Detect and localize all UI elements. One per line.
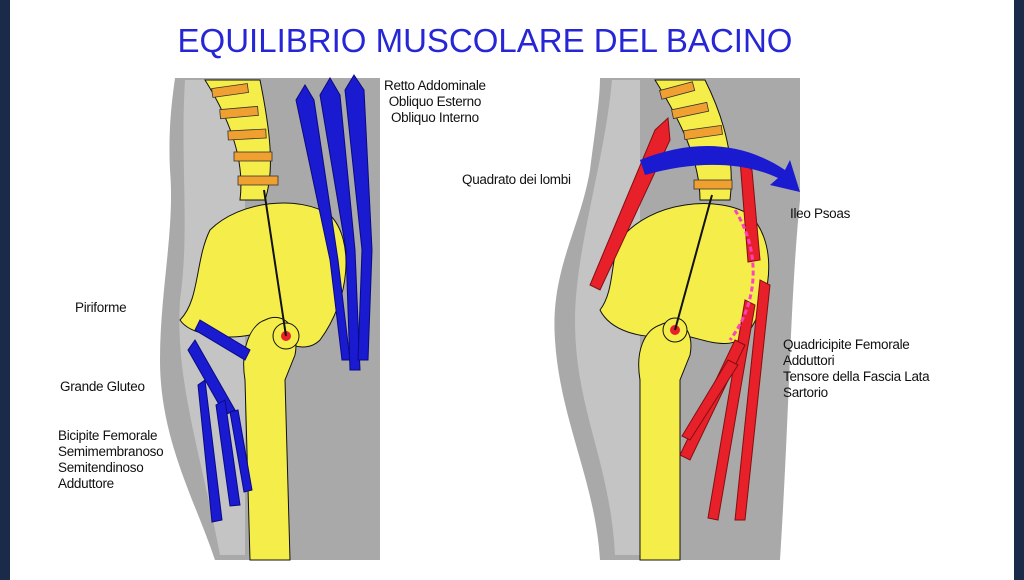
label-adduttori: Adduttori: [783, 353, 835, 368]
left-gluteal-hamstring-muscles: [187, 319, 253, 523]
page-title: EQUILIBRIO MUSCOLARE DEL BACINO: [177, 22, 793, 59]
right-border: [1014, 0, 1024, 580]
right-vertebrae: [659, 81, 733, 190]
right-pink-dashed-muscle: [728, 209, 755, 341]
label-piriforme: Piriforme: [75, 300, 127, 315]
label-grande-gluteo: Grande Gluteo: [60, 379, 145, 394]
label-quadrato-dei-lombi: Quadrato dei lombi: [462, 172, 571, 187]
left-pelvis-bone: [179, 202, 347, 348]
label-quadricipite-femorale: Quadricipite Femorale: [783, 337, 910, 352]
label-bicipite-femorale: Bicipite Femorale: [58, 428, 158, 443]
left-top-labels: Retto Addominale Obliquo Esterno Obliquo…: [384, 78, 486, 126]
label-adduttore: Adduttore: [58, 476, 114, 491]
left-border: [0, 0, 10, 580]
left-bottom-labels: Bicipite Femorale Semimembranoso Semiten…: [58, 428, 164, 492]
left-vertebrae: [211, 83, 279, 186]
right-bottom-labels: Quadricipite Femorale Adduttori Tensore …: [783, 337, 930, 401]
pelvic-tilt-arrow: [640, 146, 800, 192]
right-pelvis-figure: [554, 78, 800, 561]
label-obliquo-esterno: Obliquo Esterno: [388, 94, 482, 109]
left-pelvis-figure: [160, 74, 380, 561]
label-semitendinoso: Semitendinoso: [58, 460, 144, 475]
label-retto-addominale: Retto Addominale: [384, 78, 486, 93]
label-sartorio: Sartorio: [783, 385, 828, 400]
label-tensore-fascia-lata: Tensore della Fascia Lata: [783, 369, 930, 384]
label-obliquo-interno: Obliquo Interno: [390, 110, 479, 125]
label-semimembranoso: Semimembranoso: [58, 444, 164, 459]
label-ileo-psoas: Ileo Psoas: [790, 206, 851, 221]
left-abdominal-muscles: [295, 74, 373, 371]
